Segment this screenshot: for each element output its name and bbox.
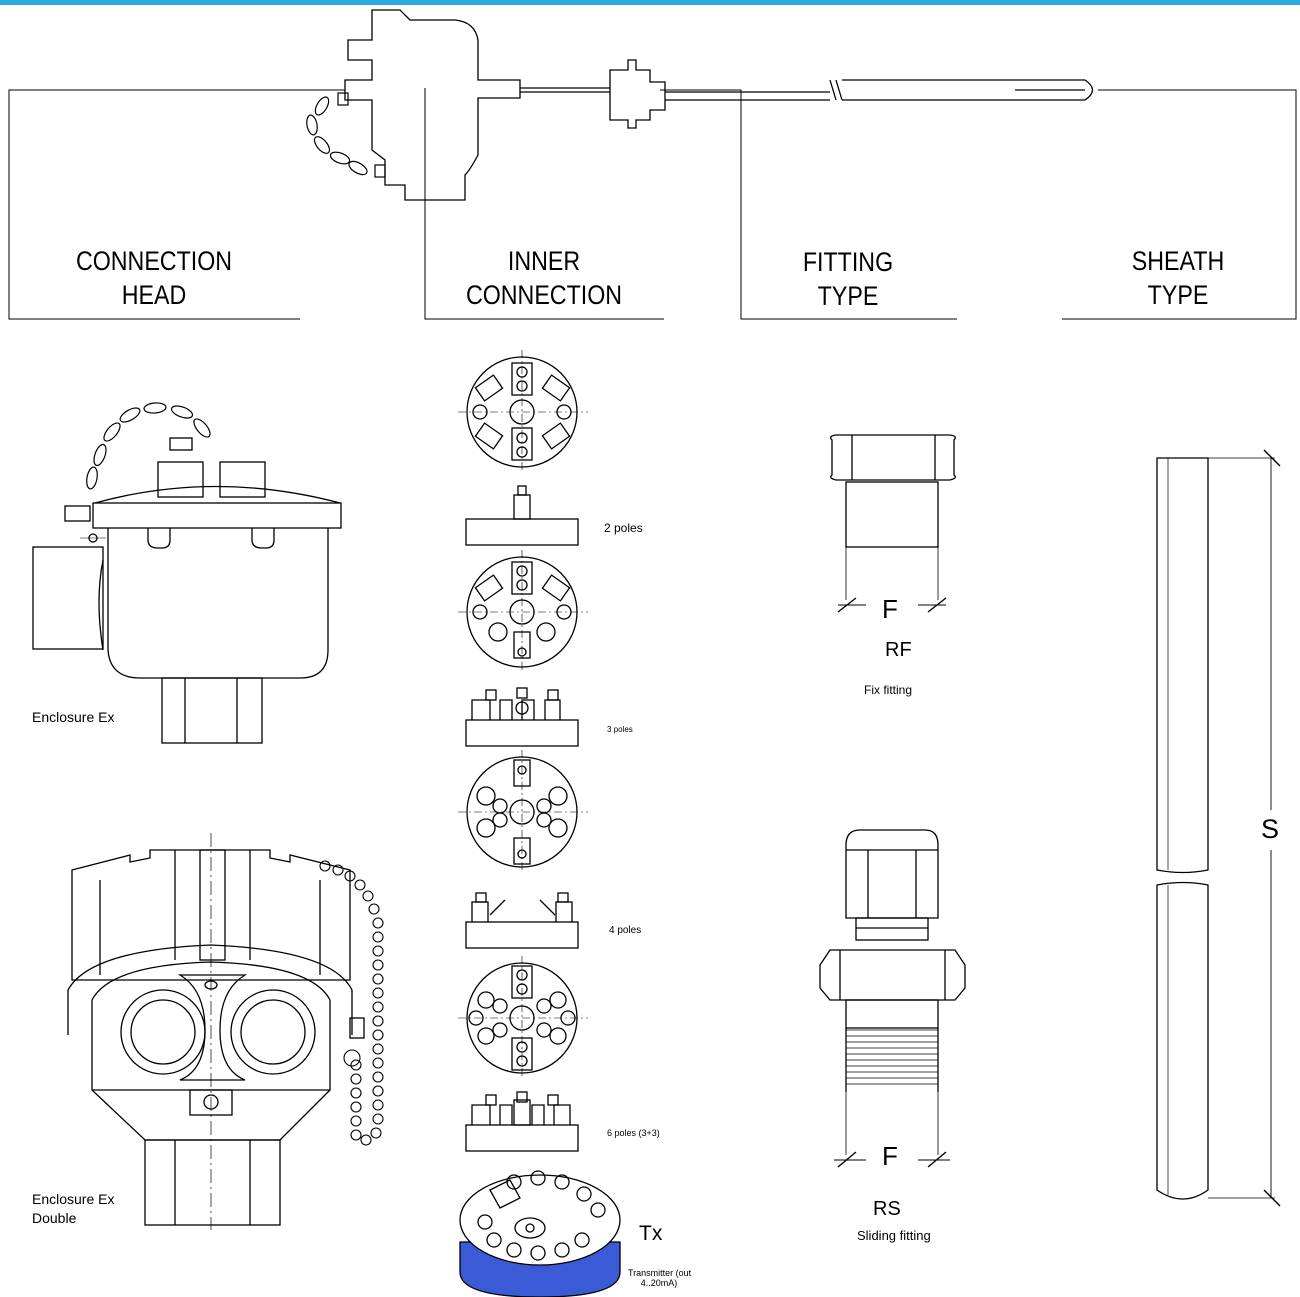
label-enclosure-ex: Enclosure Ex	[32, 709, 115, 725]
terminal-block-6-poles-top	[458, 956, 588, 1078]
terminal-block-2-poles-side	[465, 485, 579, 546]
assembly-drawing	[306, 9, 1094, 201]
terminal-block-3-poles-top	[458, 550, 588, 672]
rf-fitting-drawing	[830, 434, 956, 613]
label-rs-name: Sliding fitting	[857, 1228, 931, 1243]
header-sheath-type: SHEATH TYPE	[1092, 244, 1264, 312]
label-enclosure-ex-double-line2: Double	[32, 1210, 77, 1226]
enclosure-ex-drawing	[32, 402, 342, 744]
header-fitting-type: FITTING TYPE	[762, 245, 934, 313]
label-2-poles: 2 poles	[604, 521, 643, 535]
head-chain	[86, 402, 211, 490]
label-enclosure-ex-double: Enclosure Ex Double	[32, 1190, 114, 1228]
header-fitting-type-line2: TYPE	[817, 281, 879, 311]
header-connection-head-line1: CONNECTION	[75, 246, 233, 276]
label-transmitter: Transmitter (out 4..20mA)	[628, 1268, 692, 1288]
label-sheath-dimension: S	[1261, 814, 1280, 844]
terminal-block-2-poles-top	[458, 350, 588, 472]
terminal-block-6-poles-side	[465, 1091, 579, 1152]
label-enclosure-ex-double-line1: Enclosure Ex	[32, 1191, 115, 1207]
label-tx: Tx	[639, 1222, 663, 1245]
sheath-drawing	[1156, 449, 1281, 1207]
header-inner-connection-line1: INNER	[507, 246, 581, 276]
header-sheath-type-line1: SHEATH	[1131, 246, 1225, 276]
enclosure-ex-double-drawing	[67, 833, 384, 1230]
header-fitting-type-line1: FITTING	[802, 247, 894, 277]
header-connection-head-line2: HEAD	[121, 280, 187, 310]
label-3-poles: 3 poles	[607, 725, 633, 734]
label-6-poles: 6 poles (3+3)	[607, 1128, 660, 1138]
terminal-block-4-poles-side	[465, 892, 579, 949]
terminal-block-3-poles-side	[465, 687, 579, 747]
label-rs-dimension: F	[882, 1141, 898, 1171]
header-inner-connection-line2: CONNECTION	[465, 280, 623, 310]
header-sheath-type-line2: TYPE	[1147, 280, 1209, 310]
label-4-poles: 4 poles	[609, 925, 642, 936]
terminal-block-4-poles-top	[458, 750, 588, 872]
top-rule	[0, 0, 1300, 5]
label-rs-code: RS	[873, 1198, 901, 1220]
label-rf-dimension: F	[882, 594, 898, 624]
label-transmitter-line1: Transmitter (out	[628, 1268, 692, 1278]
label-rf-name: Fix fitting	[864, 683, 913, 697]
header-connection-head: CONNECTION HEAD	[68, 244, 240, 312]
rs-fitting-drawing	[819, 829, 966, 1168]
label-transmitter-line2: 4..20mA)	[640, 1278, 678, 1288]
thread	[846, 1029, 938, 1085]
ball-chain	[319, 860, 384, 1146]
label-rf-code: RF	[885, 639, 912, 661]
chain	[306, 92, 386, 178]
section-frames	[8, 88, 1297, 320]
header-inner-connection: INNER CONNECTION	[458, 244, 630, 312]
transmitter-drawing	[459, 1170, 621, 1297]
